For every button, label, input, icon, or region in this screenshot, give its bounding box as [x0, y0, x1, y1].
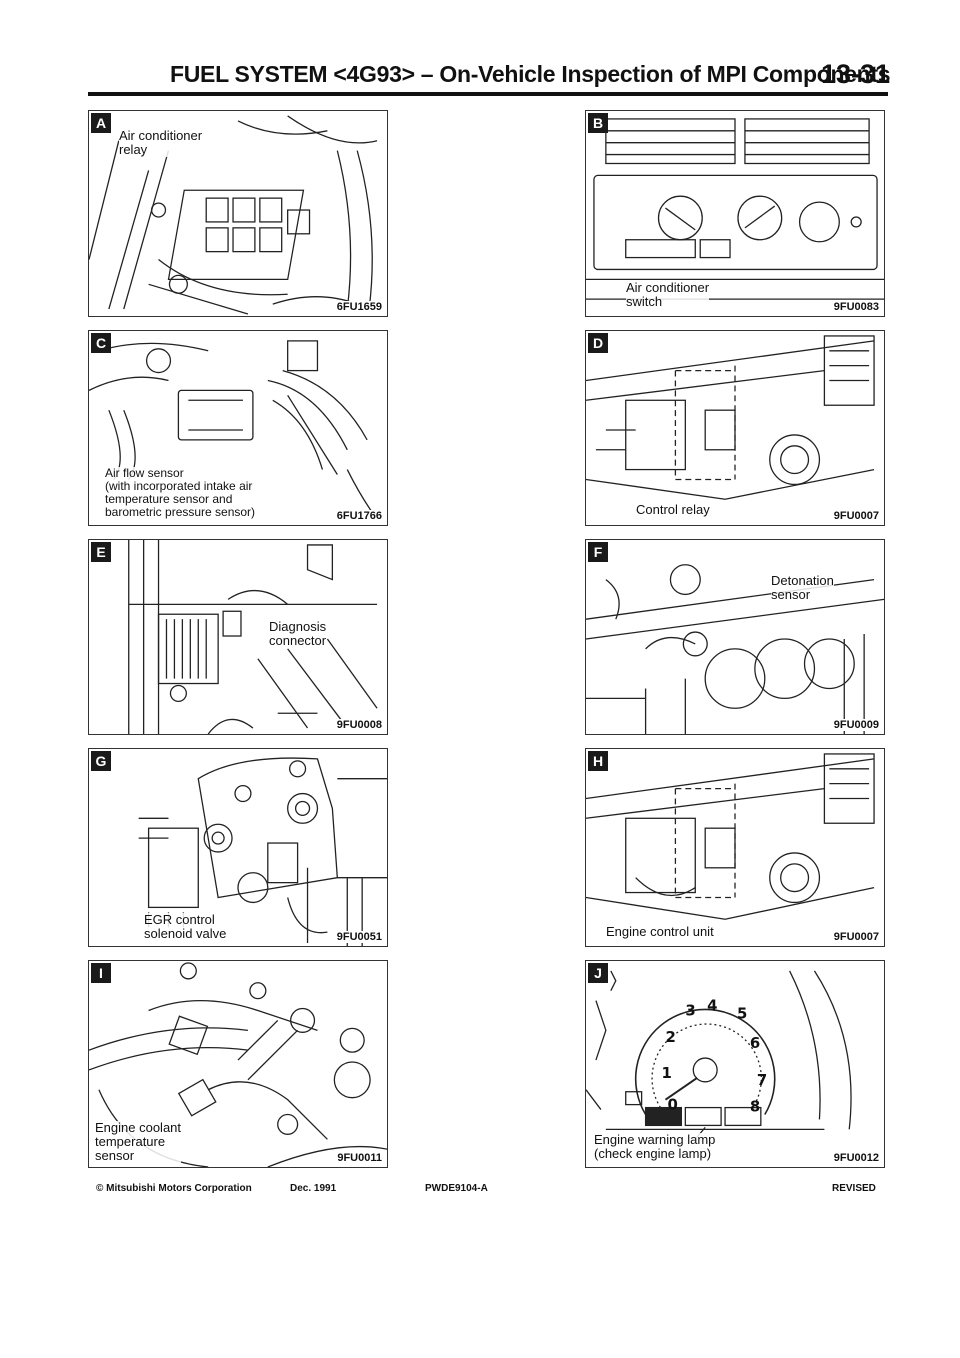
- panel-h: H Engine control unit 9FU0007: [585, 748, 885, 947]
- svg-text:5: 5: [737, 1004, 747, 1022]
- svg-text:1: 1: [661, 1064, 671, 1082]
- svg-text:3: 3: [685, 1001, 695, 1019]
- panel-badge: J: [588, 963, 608, 983]
- illustration-air-conditioner-switch: [586, 118, 884, 300]
- illustration-diagnosis-connector: [128, 540, 378, 734]
- panel-badge: E: [91, 542, 111, 562]
- panel-g: G EGR control solenoid valve 9FU0051: [88, 748, 388, 947]
- illustration-air-conditioner-relay: [89, 115, 378, 315]
- panel-i: I Engine coolant temperature sensor 9FU0…: [88, 960, 388, 1168]
- panel-caption: Detonation sensor: [771, 573, 834, 602]
- footer-status: REVISED: [832, 1183, 876, 1194]
- svg-text:7: 7: [757, 1071, 767, 1089]
- illustration-egr-solenoid-valve: [138, 757, 387, 946]
- footer-copyright: © Mitsubishi Motors Corporation: [96, 1183, 252, 1194]
- panel-caption: Air conditioner switch: [626, 280, 710, 309]
- panel-badge: F: [588, 542, 608, 562]
- panel-caption: Engine control unit: [606, 924, 714, 939]
- figure-code: 9FU0083: [831, 301, 881, 313]
- panel-e: E Diagnosis connector 9FU0008: [88, 539, 388, 735]
- illustration-engine-control-unit: [586, 753, 875, 920]
- page-title: FUEL SYSTEM <4G93> – On-Vehicle Inspecti…: [170, 61, 891, 87]
- svg-text:2: 2: [665, 1028, 675, 1046]
- panel-c: C Air flow sensor (with incorporated int…: [88, 330, 388, 526]
- svg-text:6: 6: [750, 1034, 760, 1052]
- panel-caption: Engine warning lamp (check engine lamp): [594, 1132, 716, 1161]
- svg-text:4: 4: [707, 997, 717, 1015]
- illustration-control-relay: [586, 335, 875, 500]
- panel-caption: EGR control solenoid valve: [144, 912, 227, 941]
- illustration-detonation-sensor: [586, 564, 884, 734]
- panel-badge: B: [588, 113, 608, 133]
- panel-caption: Air conditioner relay: [119, 128, 203, 157]
- page-header: FUEL SYSTEM <4G93> – On-Vehicle Inspecti…: [150, 55, 891, 91]
- panel-badge: H: [588, 751, 608, 771]
- figure-code: 9FU0012: [831, 1152, 881, 1164]
- panel-caption: Control relay: [636, 502, 710, 517]
- footer-doc-code: PWDE9104-A: [425, 1183, 488, 1194]
- panel-badge: I: [91, 963, 111, 983]
- svg-text:8: 8: [750, 1098, 760, 1116]
- figure-code: 6FU1766: [334, 510, 384, 522]
- page-number: 13-31: [820, 59, 890, 89]
- panel-caption: Diagnosis connector: [269, 619, 327, 648]
- figure-code: 6FU1659: [334, 301, 384, 313]
- panel-badge: A: [91, 113, 111, 133]
- figure-code: 9FU0007: [831, 510, 881, 522]
- panel-badge: G: [91, 751, 111, 771]
- panel-badge: D: [588, 333, 608, 353]
- figure-code: 9FU0008: [334, 719, 384, 731]
- panel-f: F Detonation sensor 9FU0009: [585, 539, 885, 735]
- svg-text:0: 0: [667, 1096, 677, 1114]
- figure-code: 9FU0007: [831, 931, 881, 943]
- figure-code: 9FU0009: [831, 719, 881, 731]
- panel-b: B Air conditioner switch 9FU0083: [585, 110, 885, 317]
- figure-code: 9FU0051: [334, 931, 384, 943]
- header-rule: [88, 92, 888, 96]
- panel-d: D Control relay 9FU0007: [585, 330, 885, 526]
- footer-date: Dec. 1991: [290, 1183, 337, 1194]
- panel-a: A Air conditioner relay 6FU1659: [88, 110, 388, 317]
- panel-caption: Engine coolant temperature sensor: [95, 1120, 182, 1163]
- panel-caption: Air flow sensor (with incorporated intak…: [105, 466, 256, 519]
- panel-badge: C: [91, 333, 111, 353]
- figure-code: 9FU0011: [335, 1152, 384, 1164]
